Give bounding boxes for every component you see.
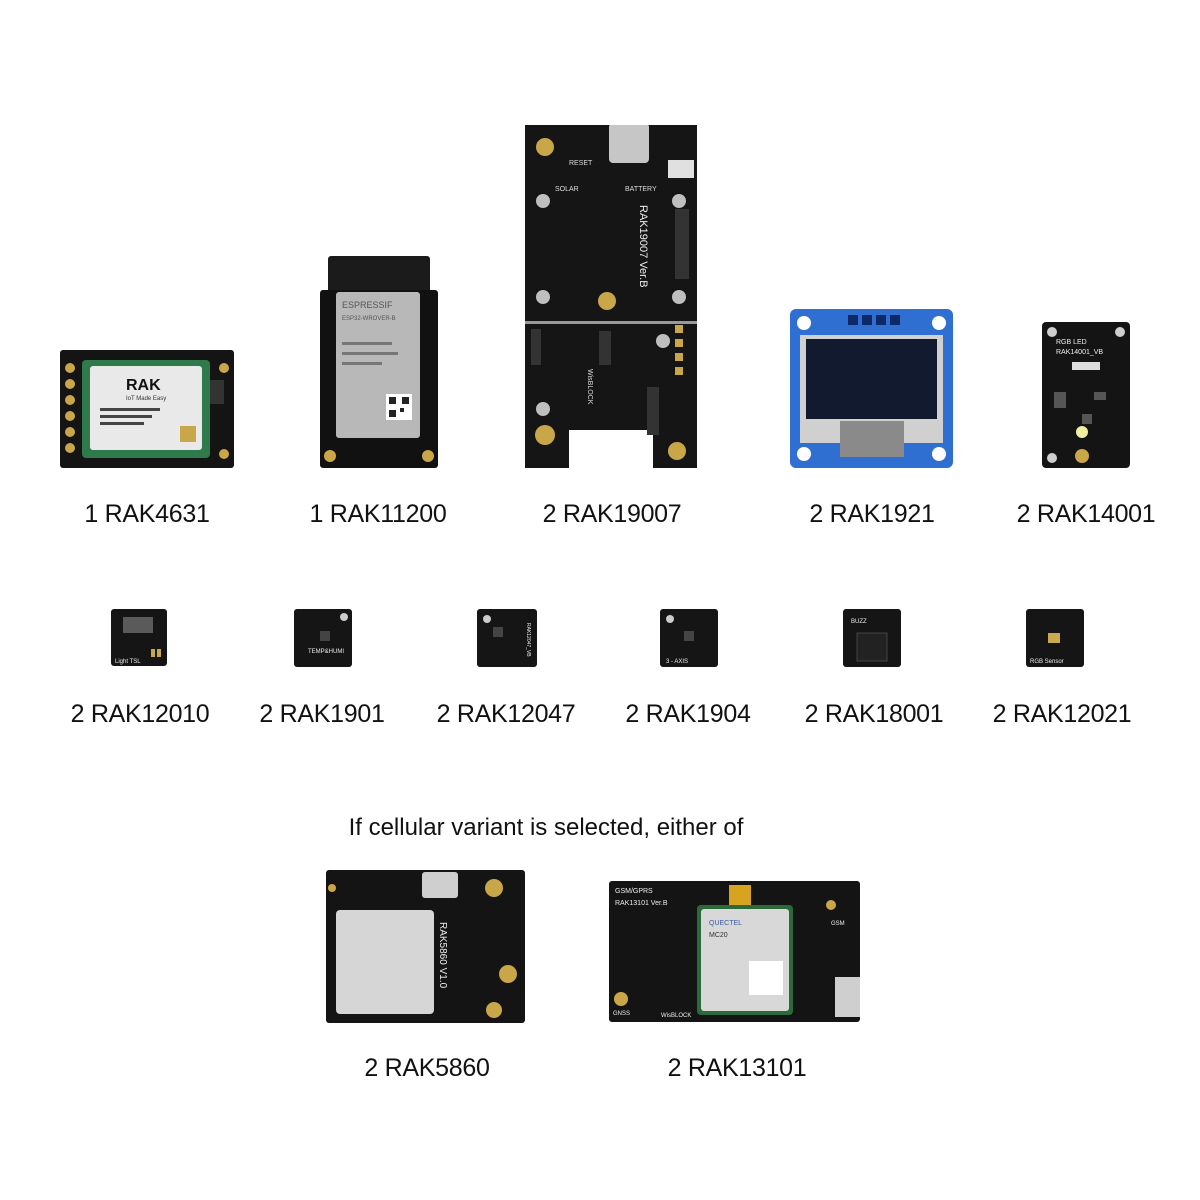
rak19007-reset-label: RESET <box>569 160 593 167</box>
rak13101-image: GSM/GPRS RAK13101 Ver.B QUECTEL MC20 Wis… <box>609 881 860 1022</box>
rak13101-title: GSM/GPRS <box>615 888 653 895</box>
item-label-rak11200: 1 RAK11200 <box>309 500 447 528</box>
rak11200-brand: ESPRESSIF <box>342 300 393 310</box>
item-label-rak19007: 2 RAK19007 <box>542 500 682 528</box>
rak12021-image: RGB Sensor <box>1026 609 1084 667</box>
rak12010-image: Light TSL <box>111 609 167 666</box>
item-label-rak12047: 2 RAK12047 <box>436 700 576 728</box>
item-label-rak4631: 1 RAK4631 <box>84 500 210 528</box>
rak12021-silk-label: RGB Sensor <box>1030 659 1064 665</box>
item-label-rak5860: 2 RAK5860 <box>364 1054 490 1082</box>
rak11200-module: ESP32-WROVER-B <box>342 316 396 322</box>
rak19007-battery-label: BATTERY <box>625 186 657 193</box>
rak11200-image: ESPRESSIF ESP32-WROVER-B <box>320 256 438 468</box>
rak4631-tagline: IoT Made Easy <box>126 396 166 402</box>
rak19007-solar-label: SOLAR <box>555 186 579 193</box>
rak5860-image: RAK5860 V1.0 <box>326 870 525 1023</box>
rak1901-image: TEMP&HUMI <box>294 609 352 667</box>
item-label-rak1904: 2 RAK1904 <box>625 700 751 728</box>
rak13101-gnss-label: GNSS <box>613 1011 630 1017</box>
rak13101-name: RAK13101 Ver.B <box>615 900 668 907</box>
rak12047-image: RAK12047_VB <box>477 609 537 667</box>
rak13101-gsm-label: GSM <box>831 921 845 927</box>
rak1901-silk-label: TEMP&HUMI <box>308 649 344 655</box>
rak19007-wisblock-label: WisBLOCK <box>586 369 593 405</box>
rak14001-title: RGB LED <box>1056 339 1087 346</box>
rak13101-module-brand: QUECTEL <box>709 920 742 927</box>
item-label-rak13101: 2 RAK13101 <box>667 1054 807 1082</box>
rak4631-logo-text: RAK <box>126 377 161 394</box>
rak4631-image: RAK IoT Made Easy <box>60 350 234 468</box>
rak1904-image: 3 - AXIS <box>660 609 718 667</box>
item-label-rak1901: 2 RAK1901 <box>259 700 385 728</box>
rak12010-silk-label: Light TSL <box>115 659 141 665</box>
cellular-variant-heading: If cellular variant is selected, either … <box>348 814 744 841</box>
rak18001-silk-label: BUZZ <box>851 619 867 625</box>
rak1904-silk-label: 3 - AXIS <box>666 659 688 665</box>
rak18001-image: BUZZ <box>843 609 901 667</box>
item-label-rak14001: 2 RAK14001 <box>1016 500 1156 528</box>
rak1921-image <box>790 309 953 468</box>
rak14001-image: RGB LED RAK14001_VB <box>1042 322 1130 468</box>
item-label-rak1921: 2 RAK1921 <box>809 500 935 528</box>
rak14001-name: RAK14001_VB <box>1056 349 1103 356</box>
rak19007-board-name: RAK19007 Ver.B <box>637 205 649 288</box>
item-label-rak12010: 2 RAK12010 <box>70 700 210 728</box>
item-label-rak12021: 2 RAK12021 <box>992 700 1132 728</box>
rak13101-module-part: MC20 <box>709 932 728 939</box>
rak19007-image: RESET SOLAR BATTERY RAK19007 Ver.B WisBL… <box>525 125 697 468</box>
rak5860-board-name: RAK5860 V1.0 <box>437 922 448 989</box>
rak13101-wisblock-label: WisBLOCK <box>661 1013 691 1019</box>
item-label-rak18001: 2 RAK18001 <box>804 700 944 728</box>
rak12047-silk-label: RAK12047_VB <box>525 623 531 657</box>
